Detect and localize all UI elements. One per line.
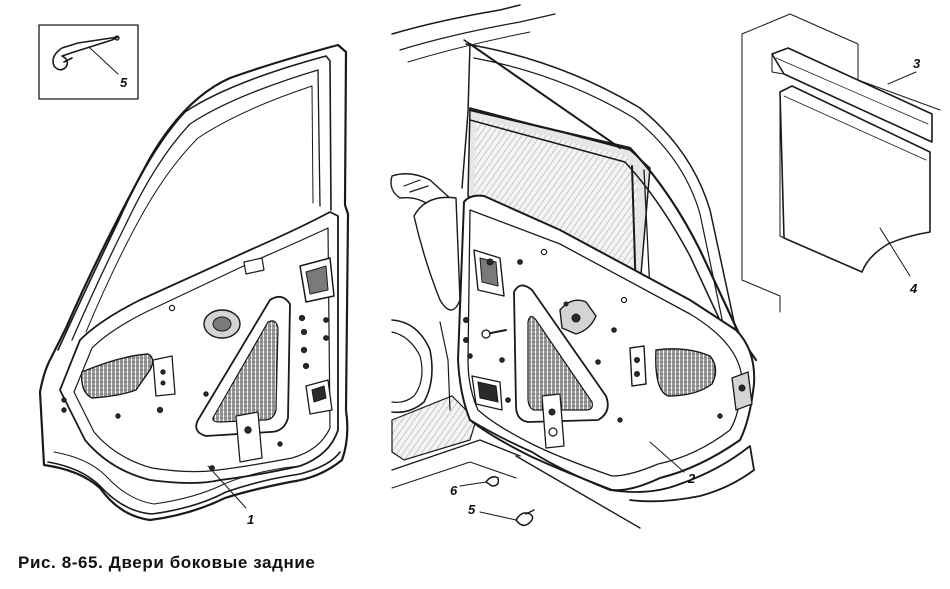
car-body-opening: [390, 4, 739, 529]
callout-5-inset: 5: [120, 75, 128, 90]
figure-caption: Рис. 8-65. Двери боковые задние: [18, 553, 316, 572]
trim-panel-4: [779, 85, 931, 273]
right-door-handle: [629, 345, 647, 387]
trim-strip-3: [771, 47, 933, 143]
retainer-clip-icon: [52, 36, 119, 71]
right-window-frame: [468, 108, 758, 362]
right-panel-holes: [463, 248, 723, 423]
callout-1: 1: [247, 512, 254, 527]
inset-detail-5: 5: [38, 24, 139, 100]
clip-5-icon: [515, 509, 535, 527]
wheel-arch: [391, 319, 433, 414]
left-speaker-grille: [81, 353, 154, 399]
plug-6-icon: [485, 475, 500, 487]
callout-3: 3: [913, 56, 921, 71]
callout-4: 4: [909, 281, 918, 296]
loose-parts: 6 5: [450, 475, 535, 527]
callout-6: 6: [450, 483, 458, 498]
right-speaker-grille: [655, 348, 717, 397]
trim-panels: 3 4: [741, 13, 941, 313]
right-door-assembly: 2: [457, 43, 758, 503]
left-door-assembly: 1: [38, 43, 350, 527]
callout-2: 2: [687, 471, 696, 486]
callout-5: 5: [468, 502, 476, 517]
